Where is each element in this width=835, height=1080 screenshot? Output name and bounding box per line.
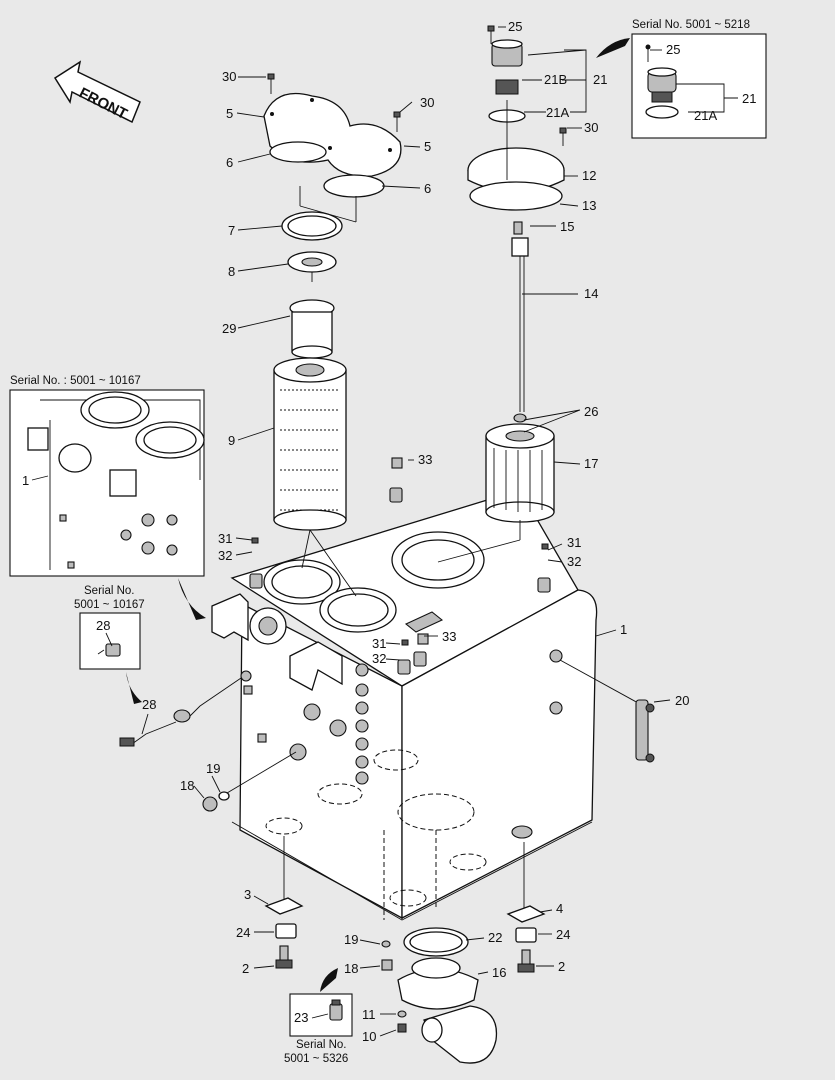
level-gauge [559,659,655,763]
callout-22: 22 [488,930,502,945]
callout-8: 8 [228,264,235,279]
callout-10: 10 [362,1029,376,1044]
callout-28-inset: 28 [96,618,110,633]
mount-left [264,836,304,969]
drain-assembly [381,927,498,1064]
callout-6-left: 6 [226,155,233,170]
callout-9: 9 [228,433,235,448]
callout-17: 17 [584,456,598,471]
callout-19-left: 19 [206,761,220,776]
mount-right [506,842,546,973]
callout-2-left: 2 [242,961,249,976]
callout-21: 21 [593,72,607,87]
callout-30-left: 30 [222,69,236,84]
hydraulic-tank [211,487,598,921]
front-arrow-icon: FRONT [53,60,141,124]
callout-12: 12 [582,168,596,183]
callout-21-inset: 21 [742,91,756,106]
callout-14: 14 [584,286,598,301]
serial-label-10167: Serial No. : 5001 ~ 10167 [10,375,141,387]
callout-15: 15 [560,219,574,234]
callout-33-top: 33 [418,452,432,467]
callout-21a-inset: 21A [694,108,717,123]
callout-7: 7 [228,223,235,238]
callout-25: 25 [508,19,522,34]
breather-icon [645,67,679,119]
sensor-cable [119,670,252,747]
suction-assembly [437,39,565,563]
inset-serial-10167: Serial No. : 5001 ~ 10167 [9,375,205,577]
callout-24-right: 24 [556,927,570,942]
callout-24-left: 24 [236,925,250,940]
callout-2-right: 2 [558,959,565,974]
drain-plug [202,751,297,812]
return-filter-assembly [263,92,402,597]
callout-32-right: 32 [567,554,581,569]
leader-lines [31,26,738,1037]
callout-32-left: 32 [218,548,232,563]
serial-label-5218: Serial No. 5001 ~ 5218 [632,19,750,31]
callout-1-tank: 1 [620,622,627,637]
screw-icons [251,25,567,646]
callout-32-mid: 32 [372,651,386,666]
callout-21b: 21B [544,72,567,87]
serial-28-line1: Serial No. [84,585,135,597]
callout-31-right: 31 [567,535,581,550]
callout-13: 13 [582,198,596,213]
callout-30-right: 30 [584,120,598,135]
callout-5-right: 5 [424,139,431,154]
callout-21a: 21A [546,105,569,120]
callout-labels: 25 21B 21 21A 30 12 13 15 14 26 17 31 32… [22,19,756,1044]
callout-23: 23 [294,1010,308,1025]
callout-29: 29 [222,321,236,336]
serial-23-line1: Serial No. [296,1039,347,1051]
callout-25-inset: 25 [666,42,680,57]
callout-30-mid: 30 [420,95,434,110]
callout-19-bottom: 19 [344,932,358,947]
strainer-mesh-icon [493,448,543,512]
callout-20: 20 [675,693,689,708]
callout-31-left: 31 [218,531,232,546]
callout-28: 28 [142,697,156,712]
callout-5-left: 5 [226,106,233,121]
callout-18-left: 18 [180,778,194,793]
sensor-icon [97,643,121,657]
callout-26: 26 [584,404,598,419]
callout-16: 16 [492,965,506,980]
callout-33-mid: 33 [442,629,456,644]
callout-31-mid: 31 [372,636,386,651]
callout-6-right: 6 [424,181,431,196]
inset-serial-28: Serial No. 5001 ~ 10167 [74,585,145,670]
serial-28-line2: 5001 ~ 10167 [74,599,145,611]
filter-mesh-icon [280,389,340,511]
inset-serial-5218: Serial No. 5001 ~ 5218 [596,19,767,139]
fitting-icon [329,999,343,1021]
callout-3: 3 [244,887,251,902]
callout-4: 4 [556,901,563,916]
callout-1-inset: 1 [22,473,29,488]
callout-11: 11 [362,1007,376,1022]
inset-serial-23: Serial No. 5001 ~ 5326 [284,993,353,1065]
callout-18-bottom: 18 [344,961,358,976]
serial-23-line2: 5001 ~ 5326 [284,1053,348,1065]
